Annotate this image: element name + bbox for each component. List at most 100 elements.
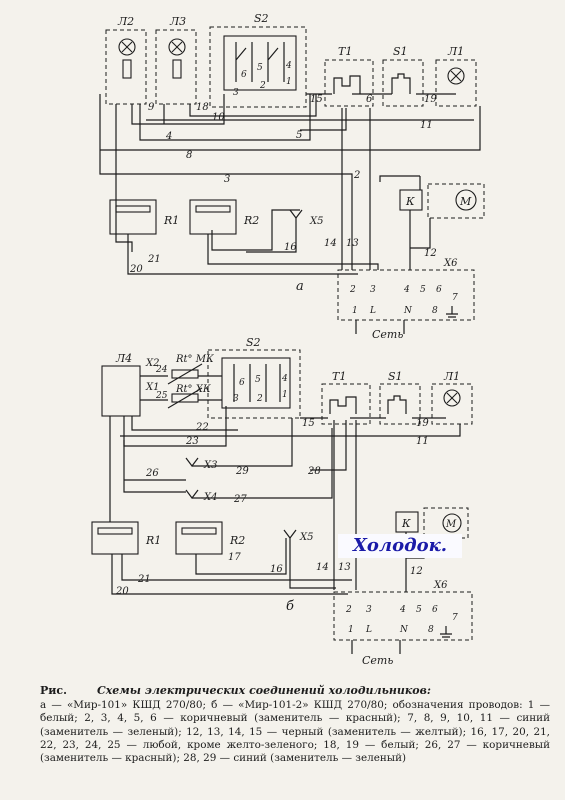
s2-contact-3: 3	[233, 88, 239, 98]
caption-title: Схемы электрических соединений холодильн…	[96, 684, 431, 697]
wire-label: 25	[155, 391, 168, 401]
heater-r1-icon	[97, 527, 133, 535]
relay-k-box	[399, 189, 423, 211]
wire-label: 4	[165, 131, 172, 142]
motor-m-icon	[442, 513, 462, 533]
label-r2-b: R2	[229, 534, 245, 547]
wire-label: 20	[129, 264, 143, 275]
x6-terminal-L: L	[369, 306, 376, 316]
motor-box	[427, 183, 485, 219]
label-k-b: К	[401, 517, 411, 530]
label-x5-b: Х5	[299, 532, 313, 543]
s2-contact-4: 4	[281, 374, 288, 384]
x6-terminal-4: 4	[403, 285, 410, 295]
wire-label: 22	[195, 422, 209, 433]
label-l1: Л1	[447, 45, 464, 58]
wire-label: 21	[137, 574, 151, 585]
motor-box	[423, 507, 469, 539]
s2-contact-5: 5	[255, 375, 261, 385]
label-r1-b: R1	[145, 534, 161, 547]
wire-label: 12	[410, 566, 423, 577]
thermostat-t1-box	[324, 59, 374, 107]
lamp-l2-icon	[118, 38, 136, 56]
heater-r1-icon	[115, 205, 151, 213]
x6-terminal-7: 7	[452, 293, 458, 303]
x6-terminal-2: 2	[349, 285, 356, 295]
wiring-a	[99, 93, 481, 334]
diagram-b: Л4 Х2 Х1 Rt° МК Rt° ХК S2 6 5 4 3 2 1 T1…	[91, 336, 473, 667]
label-x2: Х2	[145, 358, 159, 369]
s2-contact-2: 2	[256, 394, 263, 404]
switch-s1-box	[379, 383, 421, 425]
heater-r2-box	[189, 199, 237, 235]
label-l1-b: Л1	[443, 370, 460, 383]
label-k: К	[405, 195, 415, 208]
wire-label: 20	[115, 586, 129, 597]
switch-s2-box	[209, 26, 307, 108]
lamp-l4-box	[101, 365, 141, 417]
wire-label: 18	[196, 102, 209, 113]
switch-s2-body	[223, 35, 297, 91]
relay-k-box	[395, 511, 419, 533]
wire-label: 14	[316, 562, 329, 573]
figure-caption: Рис. Схемы электрических соединений холод…	[40, 684, 550, 765]
wire-label: 17	[228, 552, 241, 563]
label-m: М	[459, 195, 472, 208]
socket-l2-icon	[122, 59, 132, 79]
wire-label: 12	[424, 248, 437, 259]
label-x5: Х5	[309, 216, 323, 227]
wire-label: 10	[212, 112, 225, 123]
connector-x5-icon	[283, 529, 297, 539]
wire-label: 13	[338, 562, 351, 573]
wire-label: 27	[233, 494, 247, 505]
x6-terminal-3: 3	[370, 285, 376, 295]
heater-r2-box	[175, 521, 223, 555]
heater-r2-icon	[181, 527, 217, 535]
wire-label: 11	[416, 436, 429, 447]
wire-label: 28	[307, 466, 321, 477]
x6-terminal-6: 6	[432, 605, 438, 615]
label-l3: Л3	[169, 15, 186, 28]
wire-label: 29	[235, 466, 249, 477]
ground-icon	[446, 306, 458, 318]
wire-label: 6	[366, 94, 373, 105]
label-s1: S1	[393, 45, 408, 58]
switch-s1-box	[382, 59, 424, 107]
wire-label: 19	[416, 418, 429, 429]
lamp-l1-box	[431, 383, 473, 425]
wire-label: 15	[302, 418, 315, 429]
wire-label: 11	[420, 120, 433, 131]
s2-contact-3: 3	[233, 394, 239, 404]
heater-r2-icon	[195, 205, 231, 213]
label-x6-b: Х6	[433, 580, 448, 591]
connector-x3-icon	[185, 457, 199, 467]
ground-icon	[440, 626, 452, 638]
label-x6: Х6	[443, 258, 458, 269]
watermark-logo: Холодок.	[338, 534, 462, 558]
wire-label: 13	[346, 238, 359, 249]
label-r2: R2	[243, 214, 259, 227]
lamp-l1-box	[435, 59, 477, 107]
lamp-l1-icon	[443, 389, 461, 407]
wire-label: 26	[145, 468, 159, 479]
x6-terminal-6: 6	[436, 285, 442, 295]
lamp-l1-icon	[447, 67, 465, 85]
lamp-l3-box	[155, 29, 197, 105]
lamp-l2-box	[105, 29, 147, 105]
x6-terminal-4: 4	[399, 605, 406, 615]
label-s2: S2	[254, 12, 269, 25]
label-t1-b: T1	[332, 370, 346, 383]
label-r1: R1	[163, 214, 179, 227]
thermostat-t1-icon	[329, 396, 357, 414]
s2-contact-4: 4	[285, 61, 292, 71]
x6-terminal-7: 7	[452, 613, 458, 623]
net-label-a: Сеть	[372, 328, 403, 341]
label-l2: Л2	[117, 15, 134, 28]
wire-label: 5	[296, 130, 302, 141]
heater-r1-box	[91, 521, 139, 555]
caption-fig-label: Рис.	[40, 684, 67, 697]
wire-label: 2	[353, 170, 360, 181]
socket-l3-icon	[172, 59, 182, 79]
heater-r1-box	[109, 199, 157, 235]
